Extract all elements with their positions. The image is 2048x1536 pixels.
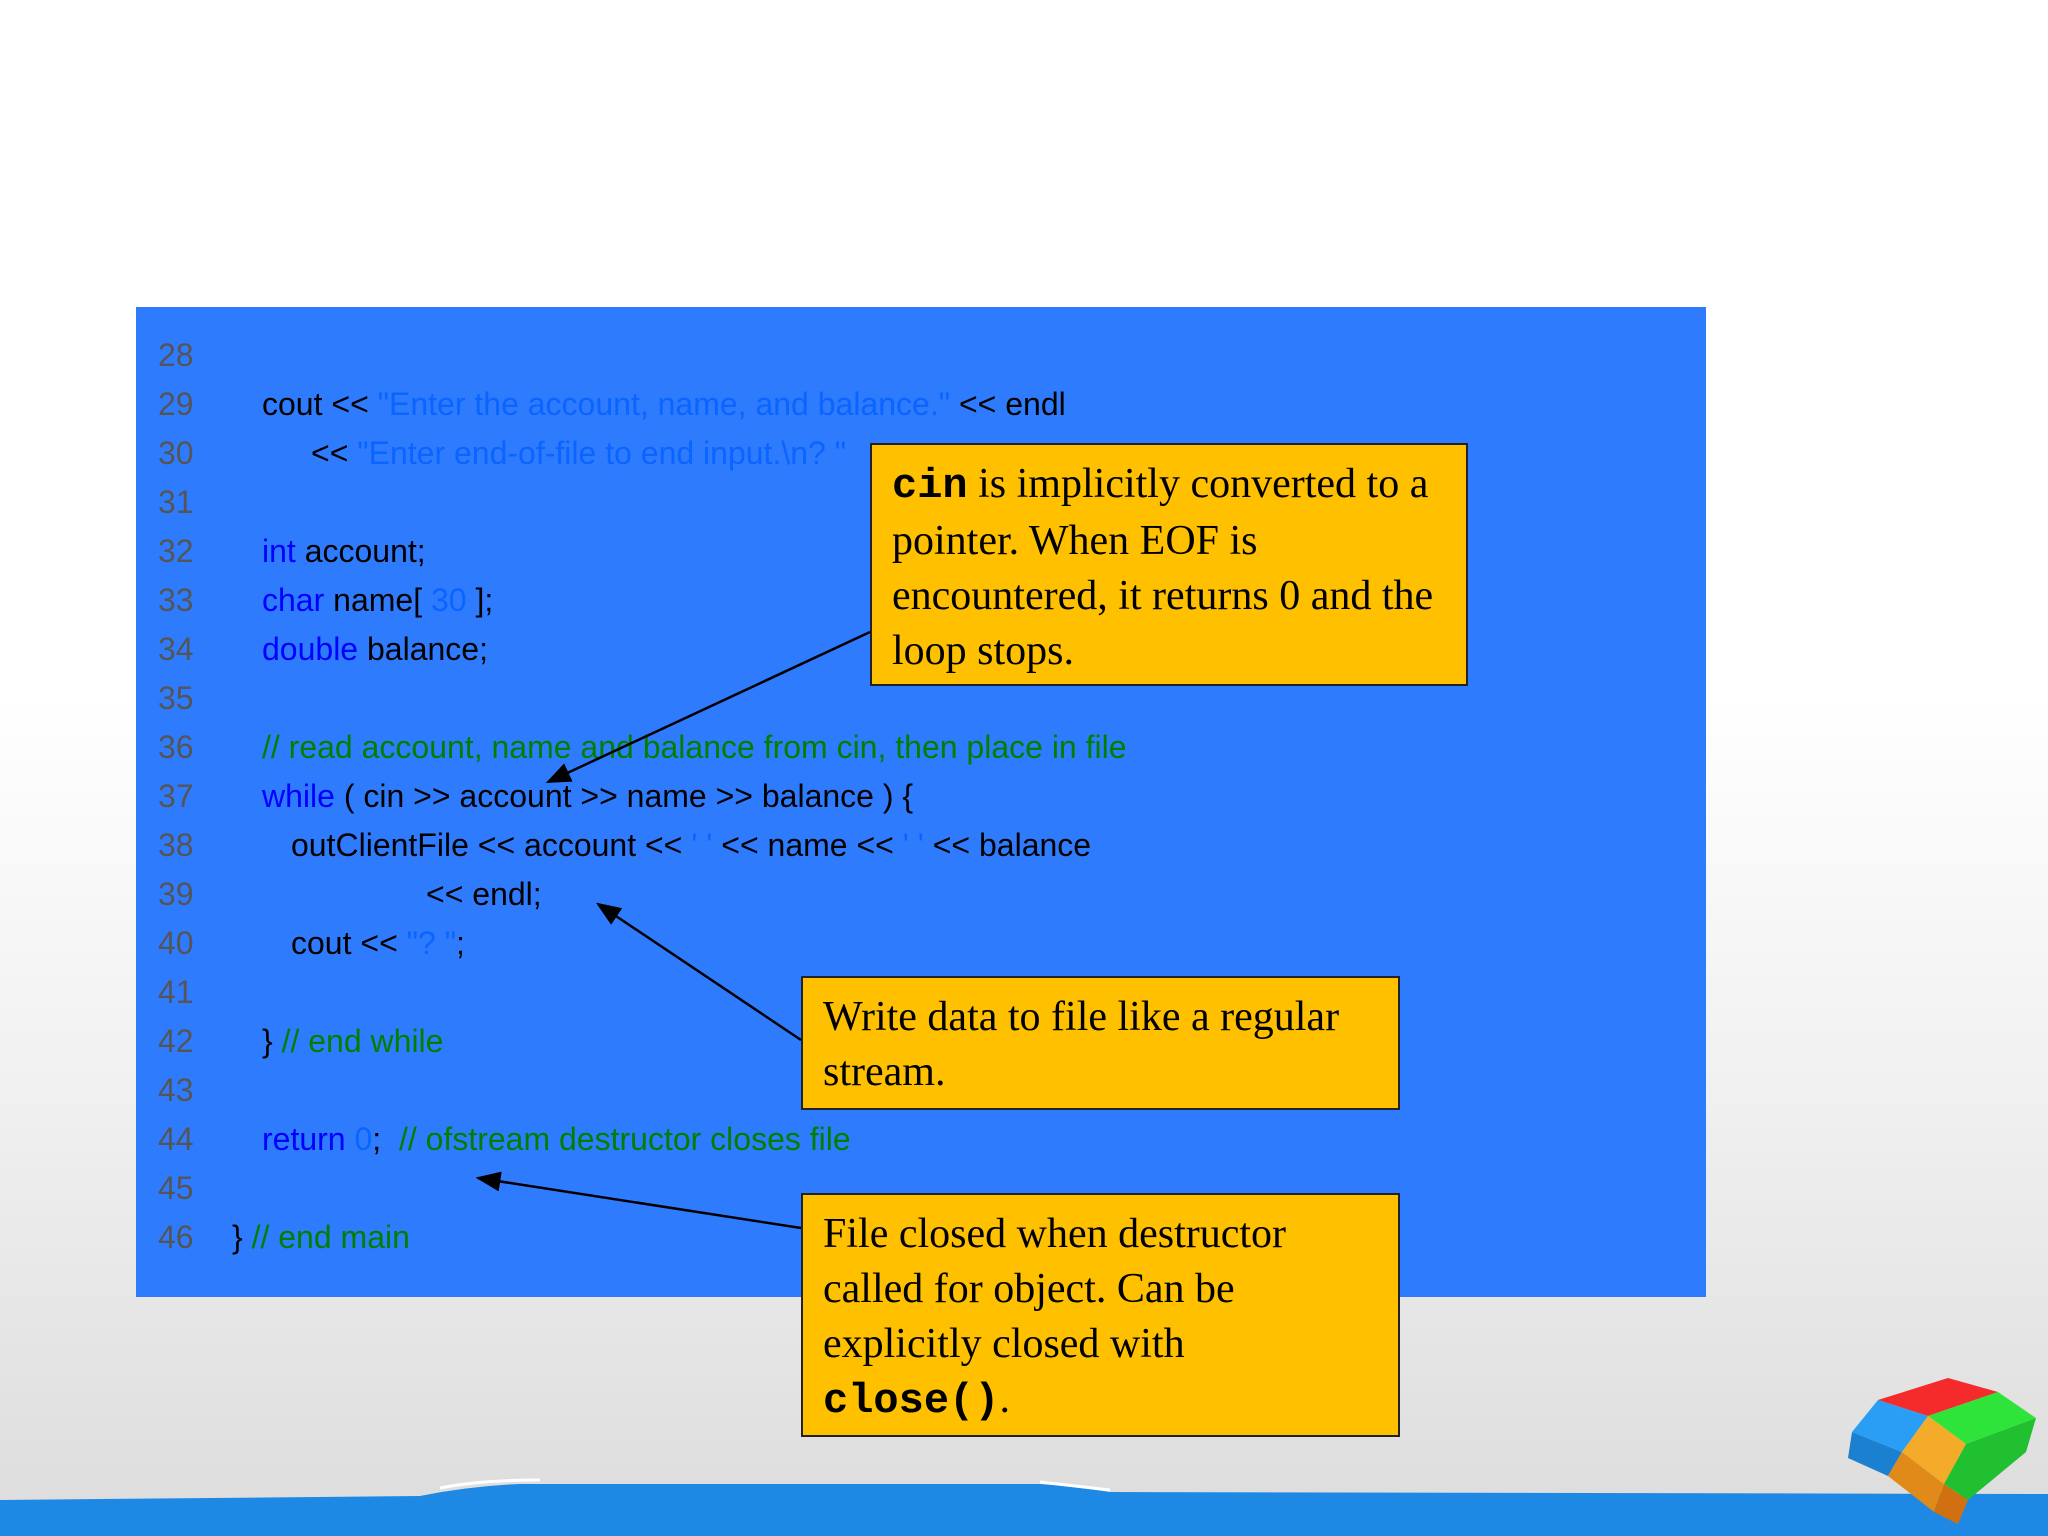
line-number: 42 <box>158 1023 194 1059</box>
code-token: } <box>232 1219 252 1255</box>
line-number: 44 <box>158 1121 194 1157</box>
code-text: while ( cin >> account >> name >> balanc… <box>262 772 913 821</box>
code-token: << <box>311 435 358 471</box>
line-number: 46 <box>158 1219 194 1255</box>
code-text: char name[ 30 ]; <box>262 576 493 625</box>
code-token: // read account, name and balance from c… <box>262 729 1127 765</box>
code-token: << name << <box>712 827 903 863</box>
line-number: 39 <box>158 876 194 912</box>
code-text: int account; <box>262 527 426 576</box>
code-token: account; <box>295 533 426 569</box>
line-number: 32 <box>158 533 194 569</box>
code-token: // end main <box>251 1219 410 1255</box>
line-number: 43 <box>158 1072 194 1108</box>
callout-close-end: . <box>999 1376 1010 1422</box>
code-token: balance; <box>358 631 488 667</box>
code-text: cout << "? "; <box>291 919 465 968</box>
arrow-write <box>595 902 802 1042</box>
line-number: 30 <box>158 435 194 471</box>
code-token: 30 <box>422 582 476 618</box>
line-number: 33 <box>158 582 194 618</box>
line-number: 28 <box>158 337 194 373</box>
code-token: << endl; <box>426 876 542 912</box>
code-token: "Enter the account, name, and balance." <box>377 386 951 422</box>
line-number: 38 <box>158 827 194 863</box>
code-text: return 0; // ofstream destructor closes … <box>262 1115 851 1164</box>
code-token: "? " <box>406 925 457 961</box>
line-number: 31 <box>158 484 194 520</box>
line-number: 40 <box>158 925 194 961</box>
code-token: cout << <box>262 386 378 422</box>
callout-write: Write data to file like a regular stream… <box>801 976 1400 1110</box>
code-token: int <box>262 533 296 569</box>
code-token: while <box>262 778 335 814</box>
line-number: 34 <box>158 631 194 667</box>
code-token: char <box>262 582 325 618</box>
line-number: 45 <box>158 1170 194 1206</box>
cube-logo <box>1848 1378 2036 1524</box>
code-token: outClientFile << account << <box>291 827 692 863</box>
code-text: outClientFile << account << ' ' << name … <box>291 821 1091 870</box>
code-token: << endl <box>950 386 1066 422</box>
code-token: // ofstream destructor closes file <box>398 1121 851 1157</box>
code-token: ' ' <box>902 827 924 863</box>
code-text: << endl; <box>426 870 542 919</box>
callout-cin-text: is implicitly converted to a pointer. Wh… <box>892 461 1434 674</box>
code-text: << "Enter end-of-file to end input.\n? " <box>311 429 846 478</box>
line-number: 29 <box>158 386 194 422</box>
callout-close-text: File closed when destructor called for o… <box>823 1211 1287 1367</box>
code-token: "Enter end-of-file to end input.\n? " <box>357 435 847 471</box>
callout-cin: cin is implicitly converted to a pointer… <box>870 443 1468 686</box>
code-token: name[ <box>324 582 423 618</box>
footer-band <box>0 1478 2048 1536</box>
line-number: 37 <box>158 778 194 814</box>
arrow-cin <box>545 630 871 784</box>
code-token: 0 <box>345 1121 373 1157</box>
code-token: // end while <box>281 1023 444 1059</box>
code-token: return <box>262 1121 346 1157</box>
code-token: ]; <box>475 582 494 618</box>
code-token: ' ' <box>691 827 713 863</box>
line-number: 41 <box>158 974 194 1010</box>
callout-cin-code: cin <box>892 462 968 510</box>
code-token: ; <box>372 1121 399 1157</box>
code-token: ( cin >> account >> name >> balance ) { <box>334 778 914 814</box>
line-number: 36 <box>158 729 194 765</box>
callout-close: File closed when destructor called for o… <box>801 1193 1400 1437</box>
code-token: double <box>262 631 359 667</box>
callout-close-code: close() <box>823 1377 1000 1425</box>
code-token: ; <box>456 925 465 961</box>
callout-write-text: Write data to file like a regular stream… <box>823 994 1340 1095</box>
code-text: cout << "Enter the account, name, and ba… <box>262 380 1066 429</box>
code-text: } // end main <box>232 1213 410 1262</box>
code-text: double balance; <box>262 625 488 674</box>
arrow-close <box>475 1171 802 1230</box>
code-text: } // end while <box>262 1017 443 1066</box>
line-number: 35 <box>158 680 194 716</box>
code-token: } <box>262 1023 282 1059</box>
code-text: // read account, name and balance from c… <box>262 723 1127 772</box>
code-token: << balance <box>923 827 1092 863</box>
code-token: cout << <box>291 925 407 961</box>
